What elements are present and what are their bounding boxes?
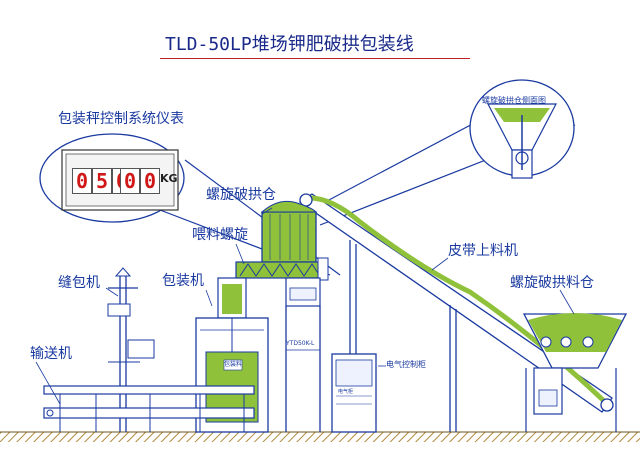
sewing-machine (107, 267, 155, 432)
feed-bin (522, 313, 628, 432)
label-conveyor: 输送机 (30, 346, 72, 362)
label-sewing-machine: 缝包机 (58, 275, 100, 291)
title-underline (160, 58, 470, 59)
label-cabinet-plate: 电气柜 (338, 389, 354, 395)
side-view-callout (309, 79, 576, 226)
label-arch-breaker-bin: 螺旋破拱仓 (206, 187, 276, 203)
page-title: TLD-50LP堆场钾肥破拱包装线 (165, 34, 414, 55)
belt-conveyor (298, 193, 614, 432)
label-feed-screw: 喂料螺旋 (192, 227, 248, 243)
display-digit-4: 0 (120, 168, 140, 194)
display-digit-1: 0 (72, 168, 92, 194)
label-pneumatic-cabinet: 电气控制柜 (386, 360, 426, 369)
control-cabinet (331, 353, 377, 433)
label-machine-plate: YTD50K-L (286, 340, 315, 347)
arch-breaker-bin (235, 200, 329, 432)
display-digit-5: 0 (140, 168, 160, 194)
label-side-view: 螺旋破拱仓侧面图 (482, 96, 546, 105)
ground (0, 431, 640, 442)
output-conveyor (43, 385, 255, 432)
label-packer-window: 包装料 (224, 361, 243, 368)
label-belt-loader: 皮带上料机 (448, 243, 518, 259)
leader-lines (35, 207, 575, 405)
label-packing-machine: 包装机 (162, 273, 204, 289)
display-unit: KG (160, 172, 178, 185)
display-digit-2: 5 (92, 168, 112, 194)
label-instrument: 包装秤控制系统仪表 (58, 111, 184, 127)
label-arch-feed-bin: 螺旋破拱料仓 (510, 275, 594, 291)
